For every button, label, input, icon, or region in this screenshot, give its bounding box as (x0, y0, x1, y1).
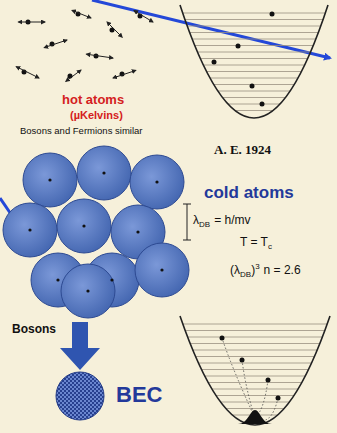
energy-level (187, 26, 321, 27)
energy-level (190, 32, 319, 33)
energy-level (221, 402, 290, 403)
energy-level (183, 324, 327, 325)
subscript: c (268, 242, 272, 251)
energy-level (190, 343, 320, 344)
atom-dot (102, 171, 105, 174)
energy-level (235, 110, 273, 111)
atom-dot (240, 358, 245, 363)
energy-level (207, 71, 302, 72)
atom-dot (250, 84, 255, 89)
atom-dot (260, 102, 265, 107)
velocity-arrow (44, 40, 67, 48)
wavelength-bracket (183, 204, 191, 240)
atom-state: hot atoms (62, 93, 124, 108)
atom-dot (236, 44, 241, 49)
velocity-arrow (107, 22, 122, 37)
formula-text: n = 2.6 (264, 263, 301, 277)
energy-level (185, 19, 323, 20)
energy-level (208, 382, 302, 383)
atom-dot (212, 60, 217, 65)
down-arrow (60, 322, 100, 370)
energy-level (226, 408, 284, 409)
formula-text: λ (193, 213, 199, 227)
energy-level (185, 330, 325, 331)
fall-path (242, 360, 255, 418)
energy-level (192, 39, 316, 40)
subscript: DB (199, 220, 210, 229)
energy-level (216, 395, 294, 396)
atom-dot (276, 396, 281, 401)
atom-dot (266, 378, 271, 383)
atom-dot (110, 278, 113, 281)
velocity-arrow (113, 70, 136, 78)
atom-state: cold atoms (204, 183, 294, 203)
wavelength-formula: λDB = h/mv (193, 214, 250, 230)
wavepacket (23, 153, 77, 207)
velocity-arrow (72, 10, 91, 18)
formula-text: ) (251, 263, 255, 277)
energy-level (205, 376, 306, 377)
energy-level (201, 369, 308, 370)
energy-level (228, 104, 280, 105)
atom-dot (56, 278, 59, 281)
atom-dot (155, 180, 158, 183)
condensation-criterion: (λDB)3 n = 2.6 (230, 262, 301, 280)
subscript: DB (240, 270, 251, 279)
energy-level (203, 65, 304, 66)
atom-wavepackets (3, 146, 189, 318)
energy-level (200, 58, 307, 59)
velocity-arrow (16, 67, 39, 78)
potential-well (180, 316, 330, 425)
energy-level (197, 52, 310, 53)
condensate-peak (238, 410, 272, 424)
wavepacket (135, 243, 189, 297)
velocity-arrow (134, 11, 153, 22)
citation: A. E. 1924 (214, 143, 271, 158)
energy-level (196, 356, 315, 357)
formula-text: = h/mv (214, 213, 250, 227)
wavepacket (57, 199, 111, 253)
energy-level (193, 350, 317, 351)
velocity-arrow (86, 54, 113, 58)
atom-dot (86, 289, 89, 292)
velocity-arrow (66, 70, 81, 81)
atom-dot (82, 224, 85, 227)
energy-level (198, 363, 311, 364)
bec-label: BEC (116, 382, 162, 407)
critical-temperature: T = Tc (240, 236, 272, 252)
energy-level (195, 45, 314, 46)
note: Bosons and Fermions similar (20, 126, 143, 137)
pointer-arrow (92, 0, 330, 58)
energy-level (222, 97, 285, 98)
atom-dot (136, 230, 139, 233)
velocity-arrow (18, 22, 45, 23)
energy-level (212, 389, 298, 390)
atom-dot (48, 178, 51, 181)
superscript: 3 (255, 262, 259, 271)
wavepacket (77, 146, 131, 200)
wavepacket (3, 203, 57, 257)
wavepacket (61, 264, 115, 318)
trap-curve (180, 5, 328, 118)
atom-dot (160, 268, 163, 271)
temperature-note: (µKelvins) (70, 109, 123, 122)
formula-text: T = T (240, 235, 268, 249)
particle-type: Bosons (12, 323, 56, 337)
energy-level (218, 91, 290, 92)
atom-dot (28, 228, 31, 231)
potential-well (180, 5, 328, 118)
atom-dot (270, 12, 275, 17)
bec-blob (56, 372, 104, 420)
fall-path (222, 338, 255, 418)
trap-curve (180, 316, 330, 425)
energy-level (210, 78, 298, 79)
energy-level (183, 13, 326, 14)
atom-dot (220, 336, 225, 341)
formula-text: (λ (230, 263, 240, 277)
wavepacket (130, 155, 184, 209)
energy-level (188, 337, 323, 338)
hot-atoms (16, 10, 153, 81)
